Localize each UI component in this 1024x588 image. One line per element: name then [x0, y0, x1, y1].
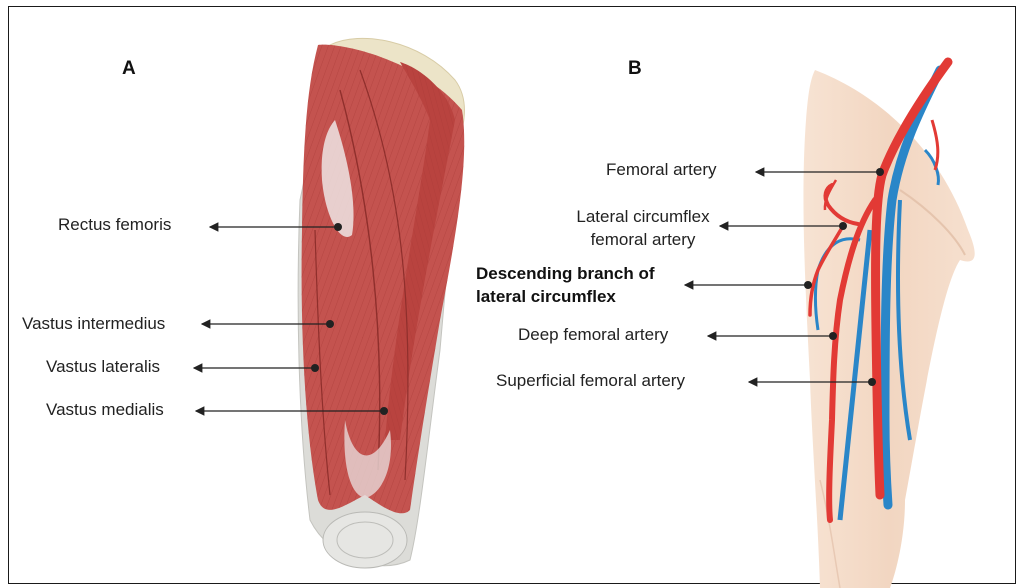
thigh-muscle-illustration: [298, 38, 464, 568]
label-lateral-circumflex-line2: femoral artery: [558, 229, 728, 251]
thigh-vessel-illustration: [803, 62, 974, 588]
label-rectus-femoris: Rectus femoris: [58, 214, 171, 236]
label-descending-branch-line2: lateral circumflex: [476, 286, 616, 308]
label-descending-branch-line1: Descending branch of: [476, 263, 655, 285]
label-vastus-lateralis: Vastus lateralis: [46, 356, 160, 378]
panel-b-letter: B: [628, 58, 642, 80]
label-superficial-femoral-artery: Superficial femoral artery: [496, 370, 685, 392]
patella-shape: [323, 512, 407, 568]
label-vastus-intermedius: Vastus intermedius: [22, 313, 165, 335]
label-vastus-medialis: Vastus medialis: [46, 399, 164, 421]
label-lateral-circumflex-line1: Lateral circumflex: [558, 206, 728, 228]
label-deep-femoral-artery: Deep femoral artery: [518, 324, 668, 346]
label-femoral-artery: Femoral artery: [606, 159, 717, 181]
panel-a-letter: A: [122, 58, 136, 80]
